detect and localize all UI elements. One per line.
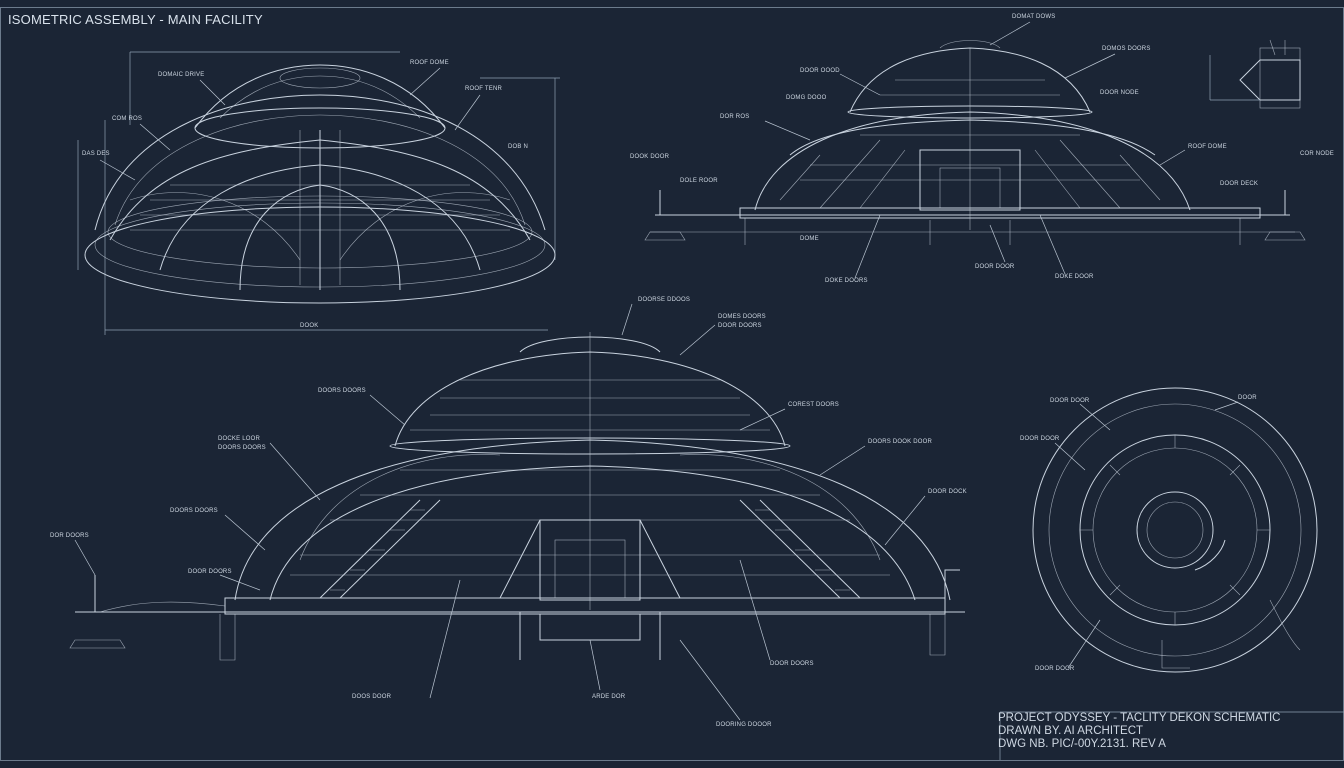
main-label: DOORING DOOOR: [716, 722, 772, 728]
main-label: DOOR DOCK: [928, 489, 967, 495]
plan-label: DOOR DOOR: [1020, 436, 1060, 442]
main-label: DOMES DOORS: [718, 314, 766, 320]
title-block-drawn-by: DRAWN BY. AI ARCHITECT: [998, 725, 1144, 737]
section-top-label: DOOR OOOD: [800, 68, 840, 74]
main-label: DOCKE LOOR: [218, 436, 260, 442]
plan-label: DOOR DOOR: [1050, 398, 1090, 404]
section-top-label: DOKE DOOR: [1055, 274, 1094, 280]
section-top-label: DOOK DOOR: [630, 154, 670, 160]
section-top-label: DOMAT DOWS: [1012, 14, 1055, 20]
plan-label: DOOR DOOR: [1035, 666, 1075, 672]
main-label: DOORS DOORS: [318, 388, 366, 394]
iso-label: ROOF DOME: [410, 60, 449, 66]
section-top-label: COR NODE: [1300, 151, 1334, 157]
section-top-label: DOR ROS: [720, 114, 749, 120]
main-label: DOOR DOORS: [718, 323, 762, 329]
detail-view: [1209, 39, 1301, 109]
main-label: DOORSE DDOOS: [638, 297, 690, 303]
section-top-view: DOMAT DOWS DOMOS DOORS DOOR OOOD DOMG DO…: [630, 14, 1334, 284]
section-top-label: DOOR DECK: [1220, 181, 1258, 187]
iso-label: DOOK: [300, 323, 318, 329]
main-label: DOORS DOOK DOOR: [868, 439, 932, 445]
section-top-label: DOMOS DOORS: [1102, 46, 1151, 52]
title-block-project: PROJECT ODYSSEY - TACLITY DEKON SCHEMATI…: [998, 712, 1281, 724]
section-top-label: DOMG DOOO: [786, 95, 827, 101]
frame-title: ISOMETRIC ASSEMBLY - MAIN FACILITY: [8, 12, 263, 27]
plan-circle-view: DOOR DOOR DOOR DOOR DOOR DOOR DOOR: [1020, 387, 1318, 673]
iso-label: DOB N: [508, 144, 528, 150]
main-label: DOOR DOORS: [770, 661, 814, 667]
section-top-label: DOOR DOOR: [975, 264, 1015, 270]
plan-label: DOOR: [1238, 395, 1257, 401]
main-label: DOORS DOORS: [170, 508, 218, 514]
iso-label: ROOF TENR: [465, 86, 502, 92]
main-label: DOOR DOORS: [188, 569, 232, 575]
section-top-label: DOME: [800, 236, 819, 242]
iso-label: COM ROS: [112, 116, 142, 122]
main-label: DOR DOORS: [50, 533, 89, 539]
title-block: PROJECT ODYSSEY - TACLITY DEKON SCHEMATI…: [998, 712, 1334, 760]
section-top-label: DOLE ROOR: [680, 178, 718, 184]
main-section-view: DOORSE DDOOS DOMES DOORS DOOR DOORS DOOR…: [50, 297, 967, 728]
main-label: COREST DOORS: [788, 402, 839, 408]
section-top-label: ROOF DOME: [1188, 144, 1227, 150]
section-top-label: DOOR NODE: [1100, 90, 1139, 96]
main-label: DOORS DOORS: [218, 445, 266, 451]
title-block-dwg: DWG NB. PIC/-00Y.2131. REV A: [998, 738, 1166, 750]
section-top-label: DOKE DOORS: [825, 278, 868, 284]
main-label: ARDE DOR: [592, 694, 626, 700]
iso-label: DOMAIC DRIVE: [158, 72, 204, 78]
main-label: DOOS DOOR: [352, 694, 392, 700]
iso-label: DAS DES: [82, 151, 110, 157]
isometric-view: DOMAIC DRIVE ROOF DOME COM ROS DAS DES R…: [77, 51, 560, 335]
sheet-border: [0, 7, 1344, 761]
